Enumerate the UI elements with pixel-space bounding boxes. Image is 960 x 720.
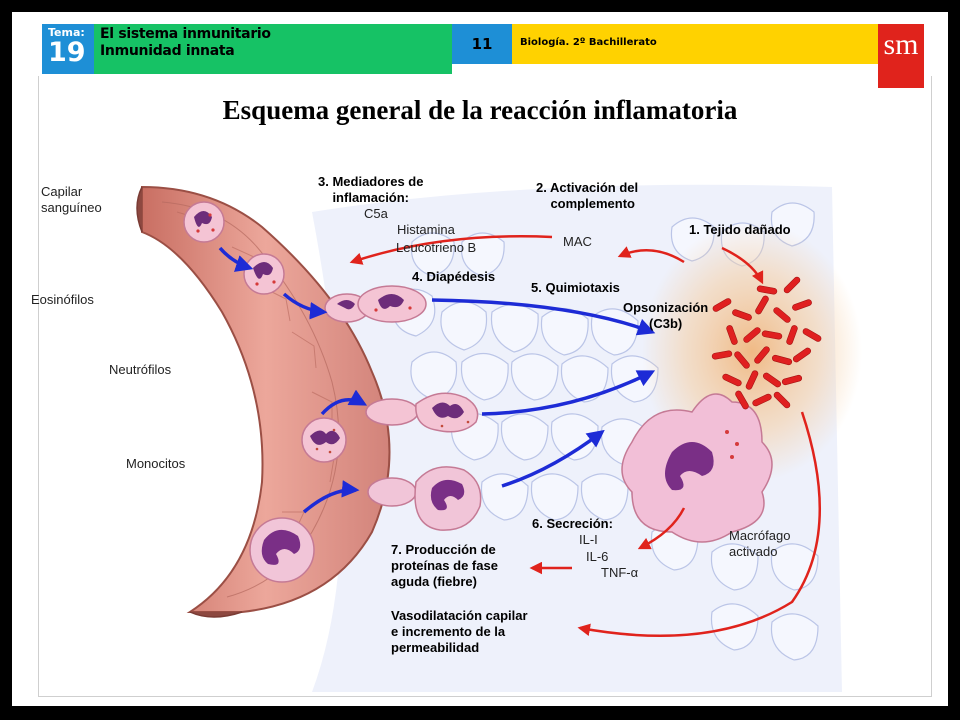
neutrophil-cell-2 xyxy=(365,398,419,426)
chemotaxis-arrow-1 xyxy=(431,298,656,336)
monocyte-migration-arrow xyxy=(302,480,360,514)
eosinophil-migration-arrow-1 xyxy=(218,246,254,272)
monocyte-cell-2 xyxy=(367,477,417,507)
tema-number: 19 xyxy=(48,37,86,68)
label-c5a: C5a xyxy=(364,206,388,221)
label-secrecion: 6. Secreción: xyxy=(532,516,613,531)
monocyte-cell-3 xyxy=(414,466,482,531)
inflammation-illustration xyxy=(136,184,862,692)
label-monocitos: Monocitos xyxy=(126,456,186,471)
subject-banner: Biología. 2º Bachillerato xyxy=(512,24,878,64)
label-histamina: Histamina xyxy=(397,222,455,237)
eosinophil-cell-2 xyxy=(243,253,285,295)
label-il1: IL-I xyxy=(579,532,598,547)
tema-badge-icon: Tema: 19 xyxy=(42,24,94,74)
damage-arrow xyxy=(721,246,764,285)
subject-label: Biología. 2º Bachillerato xyxy=(520,37,657,48)
label-diapedesis: 4. Diapédesis xyxy=(412,269,496,284)
neutrophil-cell-3 xyxy=(415,392,479,433)
neutrophil-migration-arrow xyxy=(320,389,368,416)
eosinophil-migration-arrow-2 xyxy=(282,292,328,320)
eosinophil-cell-4 xyxy=(357,285,427,323)
page-number: 11 xyxy=(452,24,512,64)
chemotaxis-arrow-3 xyxy=(501,429,605,488)
vasodilation-arrow xyxy=(577,411,821,638)
secretion-arrow xyxy=(637,507,686,550)
sm-logo-icon: sm xyxy=(878,24,924,74)
slide: Tema: 19 El sistema inmunitario Inmunida… xyxy=(12,12,948,706)
eosinophil-cell-1 xyxy=(183,201,225,243)
label-neutrofilos: Neutrófilos xyxy=(109,362,172,377)
mediators-arrow xyxy=(349,235,553,265)
neutrophil-cell-1 xyxy=(301,417,347,463)
bacteria-cluster xyxy=(711,276,822,410)
monocyte-cell-1 xyxy=(249,517,315,583)
page-title: Esquema general de la reacción inflamato… xyxy=(222,95,738,125)
label-tejido: 1. Tejido dañado xyxy=(689,222,791,237)
topic-line-2: Inmunidad innata xyxy=(100,43,235,59)
red-arrows xyxy=(349,235,821,638)
macrophage-cell xyxy=(621,393,773,543)
tema-label: Tema: xyxy=(48,26,85,39)
topic-banner: El sistema inmunitario Inmunidad innata xyxy=(94,24,452,74)
label-opsonizacion: Opsonización(C3b) xyxy=(623,300,709,331)
label-quimiotaxis: 5. Quimiotaxis xyxy=(531,280,620,295)
blue-arrows xyxy=(218,246,656,514)
label-il6: IL-6 xyxy=(586,549,609,564)
chemotaxis-arrow-2 xyxy=(481,370,656,416)
topic-line-1: El sistema inmunitario xyxy=(100,26,271,42)
content-frame xyxy=(38,76,932,697)
label-tnf: TNF-α xyxy=(601,565,639,580)
label-eosinofilos: Eosinófilos xyxy=(31,292,94,307)
tissue-background xyxy=(312,184,862,692)
logo-strip xyxy=(878,74,924,88)
complement-arrow xyxy=(617,246,685,264)
label-activacion: 2. Activación del complemento xyxy=(536,180,639,211)
header-bar: Tema: 19 El sistema inmunitario Inmunida… xyxy=(42,24,938,88)
label-leucotrieno: Leucotrieno B xyxy=(396,240,477,255)
label-mac: MAC xyxy=(563,234,592,249)
label-mediadores: 3. Mediadores de inflamación: xyxy=(318,174,424,205)
